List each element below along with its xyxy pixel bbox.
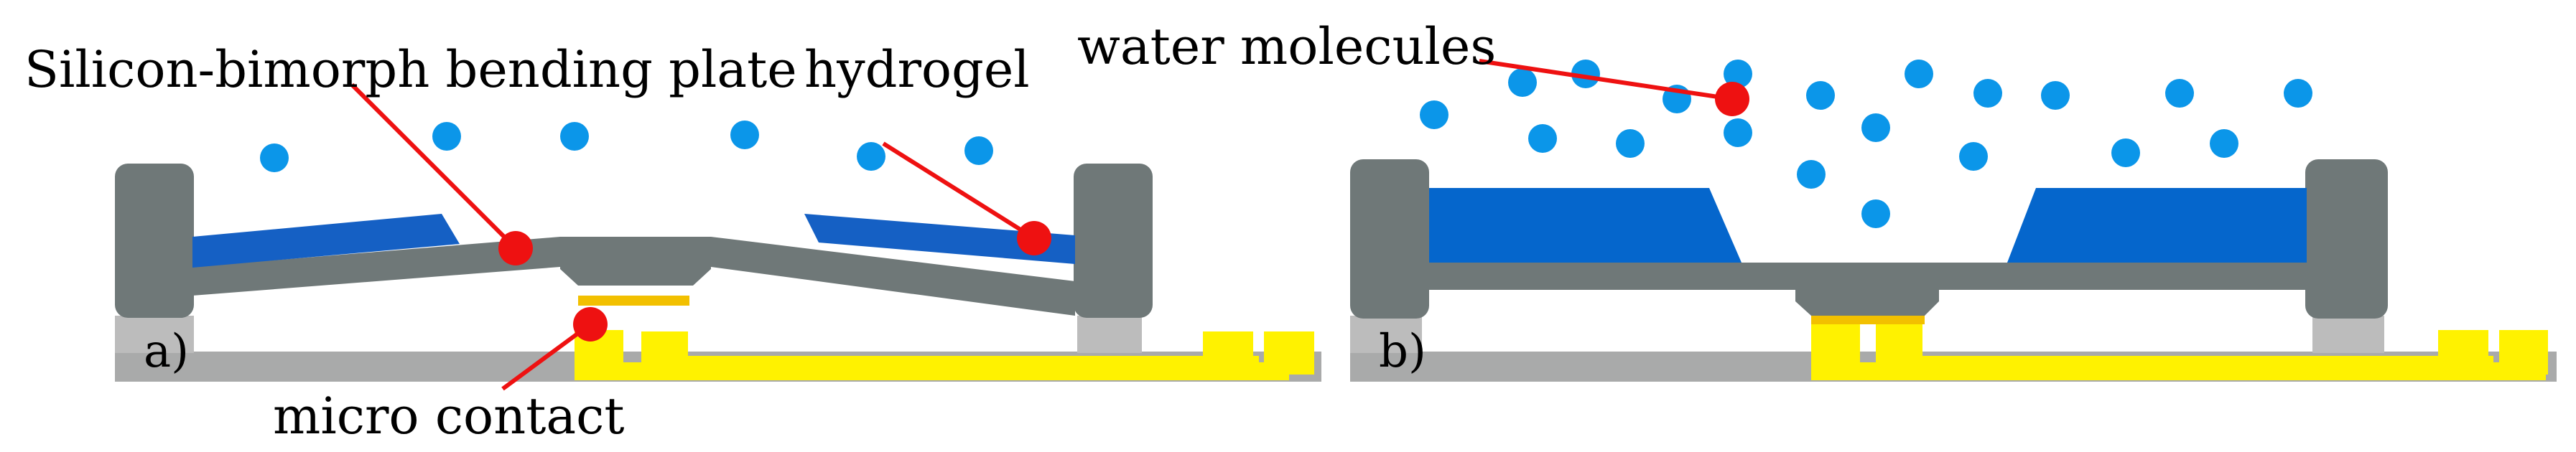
panel-b <box>1350 59 2557 382</box>
water-molecule <box>432 122 461 151</box>
pointer-micro-contact <box>501 322 592 391</box>
pointer-water <box>1479 59 1733 101</box>
flat-plate-b <box>1426 263 2309 290</box>
water-molecule <box>1861 199 1890 228</box>
panel-b-label: b) <box>1379 325 1426 378</box>
water-molecule <box>1724 118 1752 147</box>
contact-pad-b-3 <box>2438 330 2488 359</box>
center-boss-a <box>560 244 711 286</box>
pedestal-right-b <box>2312 316 2384 353</box>
bending-plate-a <box>192 237 1075 316</box>
micro-contact-tip-a <box>578 296 689 306</box>
contact-pad-a-2 <box>641 331 688 359</box>
contact-trace-a <box>575 362 1289 380</box>
panel-a-label: a) <box>144 325 190 378</box>
frame-post-left-b <box>1350 159 1429 319</box>
water-molecule <box>857 142 885 171</box>
micro-contact-label: micro contact <box>273 387 625 446</box>
pedestal-left-b <box>1350 316 1422 353</box>
hydrogel-right-a <box>804 214 1075 264</box>
water-molecule <box>2165 79 2194 108</box>
pointer-hydrogel <box>882 141 1036 240</box>
water-molecule <box>560 122 589 151</box>
contact-pad-b-2 <box>1876 324 1922 357</box>
center-boss-b <box>1795 287 1939 316</box>
water-molecule <box>1806 81 1835 110</box>
frame-post-right-b <box>2305 159 2388 319</box>
pedestal-left-a <box>115 316 194 353</box>
hydrogel-right-b <box>2007 188 2307 263</box>
frame-post-right-a <box>1074 164 1153 318</box>
water-molecule <box>1905 60 1933 88</box>
water-molecule <box>1959 142 1988 171</box>
bending-plate-label: Silicon-bimorph bending plate <box>24 40 797 99</box>
contact-line-a <box>641 356 1259 363</box>
marker-bending-plate <box>498 231 533 265</box>
hydrogel-label: hydrogel <box>804 40 1030 99</box>
frame-post-left-a <box>115 164 194 318</box>
water-molecule <box>1861 113 1890 142</box>
water-molecule <box>2284 79 2312 108</box>
pointer-bending-plate <box>350 83 518 250</box>
water-molecule <box>1420 100 1449 129</box>
water-molecules-label: water molecules <box>1077 17 1497 76</box>
contact-trace-b <box>1811 362 2546 380</box>
water-molecule <box>1508 68 1537 97</box>
water-molecule <box>1973 79 2002 108</box>
contact-pad-a-3 <box>1203 331 1253 359</box>
water-molecule <box>260 143 289 172</box>
contact-pad-b-1 <box>1811 324 1860 372</box>
hydrogel-left-b <box>1429 188 1742 263</box>
water-molecule <box>1571 60 1600 88</box>
water-molecule <box>2210 129 2238 158</box>
water-molecule <box>2111 138 2140 167</box>
water-molecule <box>1616 129 1645 158</box>
contact-pad-a-4 <box>1264 331 1314 375</box>
contact-line-b <box>1876 356 2493 363</box>
panel-a <box>115 83 1321 391</box>
marker-water <box>1715 82 1749 116</box>
water-molecule <box>2041 81 2070 110</box>
marker-hydrogel <box>1017 221 1051 255</box>
contact-pad-b-4 <box>2499 330 2548 375</box>
water-molecule <box>730 121 759 149</box>
water-molecule <box>1797 160 1826 189</box>
hydrogel-left-a <box>192 214 460 268</box>
water-molecule <box>1724 60 1752 88</box>
marker-micro-contact <box>573 307 608 342</box>
micro-contact-tip-b <box>1811 316 1925 324</box>
water-molecule <box>964 136 993 165</box>
water-molecule <box>1528 124 1557 153</box>
pedestal-right-a <box>1077 316 1142 353</box>
